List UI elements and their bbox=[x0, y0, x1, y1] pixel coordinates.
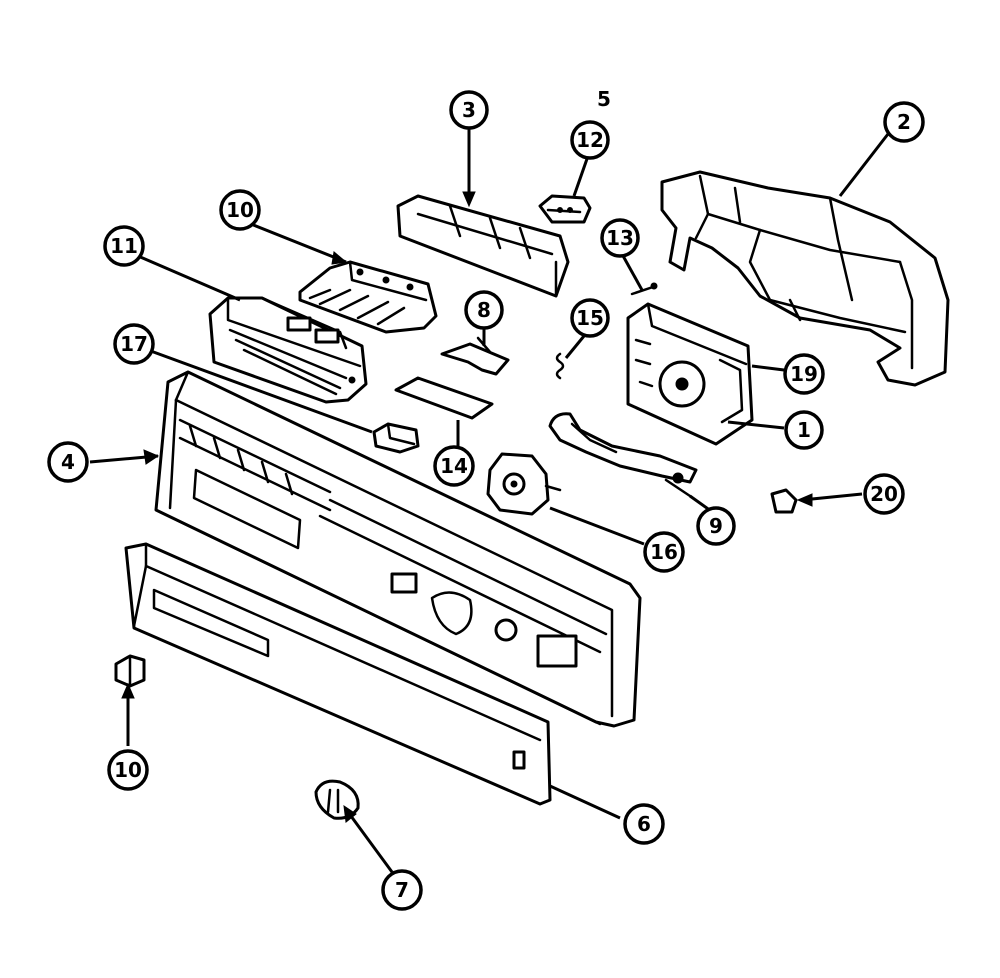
callouts: 3 5 12 2 13 10 11 17 8 bbox=[47, 87, 925, 911]
svg-text:10: 10 bbox=[114, 758, 142, 782]
svg-text:9: 9 bbox=[709, 514, 723, 538]
svg-text:1: 1 bbox=[797, 418, 811, 442]
part-10-switch-bank bbox=[298, 260, 438, 334]
callout-9: 9 bbox=[696, 506, 736, 546]
part-16-selector-switch bbox=[486, 452, 562, 516]
svg-text:3: 3 bbox=[462, 98, 476, 122]
svg-text:2: 2 bbox=[897, 110, 911, 134]
callout-19: 19 bbox=[783, 353, 825, 395]
callout-1: 1 bbox=[784, 410, 824, 450]
part-4-control-panel bbox=[154, 370, 642, 728]
part-6-front-panel bbox=[124, 542, 552, 806]
callout-10-bottom: 10 bbox=[107, 749, 149, 791]
part-19-timer bbox=[626, 302, 754, 446]
callout-3: 3 bbox=[449, 90, 489, 130]
part-2-housing bbox=[660, 170, 950, 387]
svg-text:7: 7 bbox=[395, 878, 409, 902]
callout-12: 12 bbox=[570, 120, 610, 160]
part-9-linkage bbox=[548, 412, 698, 498]
callout-16: 16 bbox=[643, 531, 685, 573]
svg-text:4: 4 bbox=[61, 450, 75, 474]
part-20-plug bbox=[770, 488, 798, 514]
svg-text:11: 11 bbox=[110, 234, 138, 258]
callout-11: 11 bbox=[103, 225, 145, 267]
callout-5: 5 bbox=[597, 87, 611, 111]
svg-text:12: 12 bbox=[576, 128, 604, 152]
part-8-clip bbox=[440, 336, 510, 376]
part-14-card bbox=[394, 376, 494, 420]
part-13-screw bbox=[630, 282, 658, 296]
arrow-heads bbox=[121, 191, 813, 823]
callout-20: 20 bbox=[863, 473, 905, 515]
svg-text:17: 17 bbox=[120, 332, 148, 356]
callout-14: 14 bbox=[433, 445, 475, 487]
callout-6: 6 bbox=[623, 803, 665, 845]
part-3-cover-plate bbox=[396, 194, 570, 298]
svg-text:8: 8 bbox=[477, 298, 491, 322]
callout-10-top: 10 bbox=[219, 189, 261, 231]
svg-text:16: 16 bbox=[650, 540, 678, 564]
callout-15: 15 bbox=[570, 298, 610, 338]
callout-7: 7 bbox=[381, 869, 423, 911]
part-15-spring bbox=[555, 352, 565, 380]
part-10-small-clip bbox=[114, 654, 146, 688]
leader-lines bbox=[89, 128, 890, 873]
svg-text:19: 19 bbox=[790, 362, 818, 386]
callout-4: 4 bbox=[47, 441, 89, 483]
part-11-switch-assembly bbox=[208, 296, 368, 404]
svg-text:5: 5 bbox=[597, 87, 611, 111]
callout-8: 8 bbox=[464, 290, 504, 330]
callout-13: 13 bbox=[600, 218, 640, 258]
callout-17: 17 bbox=[113, 323, 155, 365]
svg-text:10: 10 bbox=[226, 198, 254, 222]
svg-text:13: 13 bbox=[606, 226, 634, 250]
callout-2: 2 bbox=[883, 101, 925, 143]
svg-text:15: 15 bbox=[576, 306, 604, 330]
svg-text:14: 14 bbox=[440, 454, 468, 478]
part-12-module bbox=[538, 194, 592, 224]
svg-text:6: 6 bbox=[637, 812, 651, 836]
svg-text:20: 20 bbox=[870, 482, 898, 506]
part-17-small-switch bbox=[372, 422, 420, 454]
